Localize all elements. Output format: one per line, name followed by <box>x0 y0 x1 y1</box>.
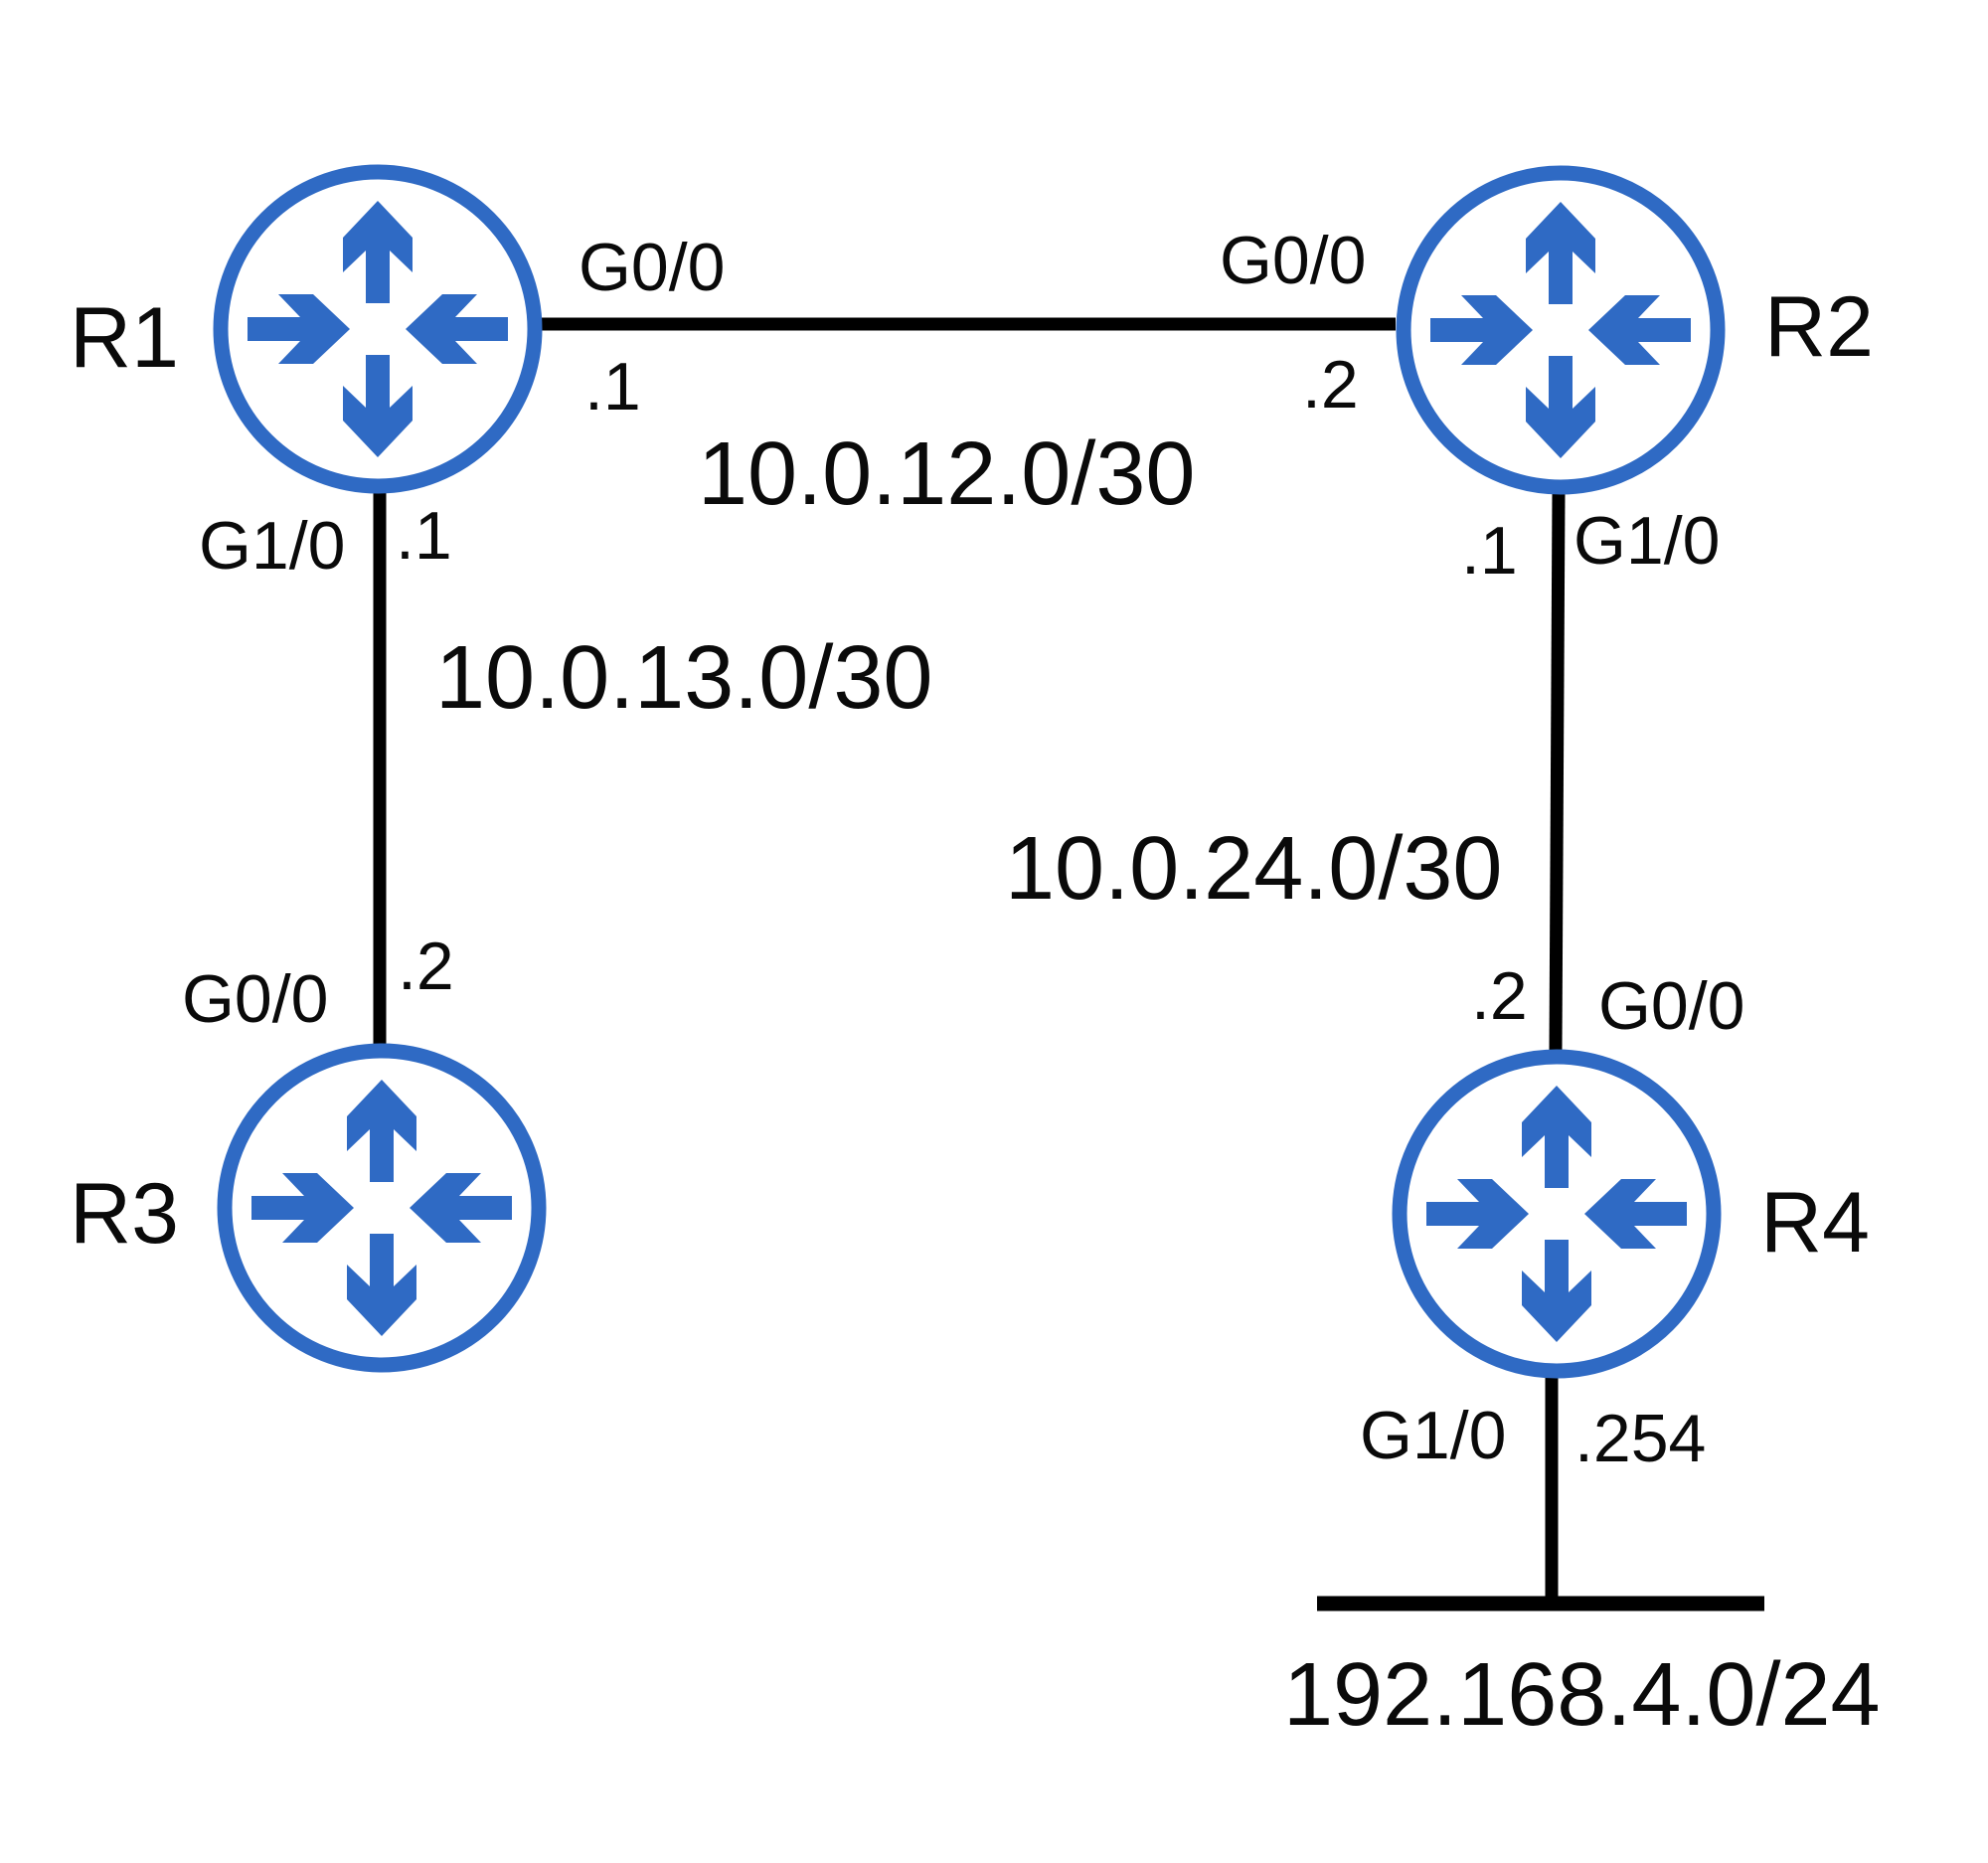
subnet-label-lan: 192.168.4.0/24 <box>1283 1645 1881 1745</box>
router-label-r3: R3 <box>70 1166 179 1262</box>
router-label-r4: R4 <box>1760 1175 1870 1270</box>
arrow-up-icon <box>1522 1086 1591 1188</box>
arrow-down-icon <box>1522 1240 1591 1342</box>
subnet-label-r1-r3: 10.0.13.0/30 <box>435 628 932 728</box>
router-ring-icon <box>1392 1049 1722 1379</box>
host-address-r2-g0-0: .2 <box>1302 347 1359 423</box>
interface-label-r2-g0-0: G0/0 <box>1220 223 1366 298</box>
arrow-right-icon <box>1426 1179 1529 1249</box>
router-r3[interactable] <box>217 1043 547 1373</box>
router-r1[interactable] <box>213 164 543 494</box>
router-label-r1: R1 <box>70 290 179 386</box>
interface-label-r4-g1-0: G1/0 <box>1360 1398 1506 1473</box>
interface-label-r4-g0-0: G0/0 <box>1598 968 1744 1044</box>
host-address-r1-g0-0: .1 <box>584 349 641 424</box>
router-label-r2: R2 <box>1764 279 1874 375</box>
host-address-r3-g0-0: .2 <box>398 929 454 1004</box>
arrow-up-icon <box>347 1080 416 1182</box>
interface-label-r3-g0-0: G0/0 <box>182 961 328 1037</box>
interface-label-r1-g1-0: G1/0 <box>199 508 345 584</box>
router-r4[interactable] <box>1392 1049 1722 1379</box>
arrow-left-icon <box>1584 1179 1687 1249</box>
router-ring-icon <box>213 164 543 494</box>
interface-label-r2-g1-0: G1/0 <box>1574 503 1720 579</box>
subnet-label-r2-r4: 10.0.24.0/30 <box>1005 819 1502 919</box>
arrow-up-icon <box>343 201 413 303</box>
subnet-label-r1-r2: 10.0.12.0/30 <box>698 424 1195 524</box>
arrow-left-icon <box>1588 295 1691 365</box>
arrow-up-icon <box>1526 202 1595 304</box>
host-address-r1-g1-0: .1 <box>396 498 452 574</box>
arrow-right-icon <box>1430 295 1533 365</box>
arrow-left-icon <box>406 294 508 364</box>
arrow-down-icon <box>1526 356 1595 458</box>
host-address-r2-g1-0: .1 <box>1461 513 1518 589</box>
arrow-right-icon <box>251 1173 354 1243</box>
arrow-right-icon <box>248 294 350 364</box>
arrow-down-icon <box>347 1234 416 1336</box>
router-r2[interactable] <box>1396 165 1726 495</box>
arrow-down-icon <box>343 355 413 457</box>
link-r2-r4 <box>1549 493 1566 1051</box>
host-address-r4-g0-0: .2 <box>1471 958 1528 1034</box>
interface-label-r1-g0-0: G0/0 <box>579 230 725 305</box>
router-ring-icon <box>1396 165 1726 495</box>
host-address-r4-g1-0: .254 <box>1574 1401 1706 1476</box>
router-ring-icon <box>217 1043 547 1373</box>
arrow-left-icon <box>410 1173 512 1243</box>
